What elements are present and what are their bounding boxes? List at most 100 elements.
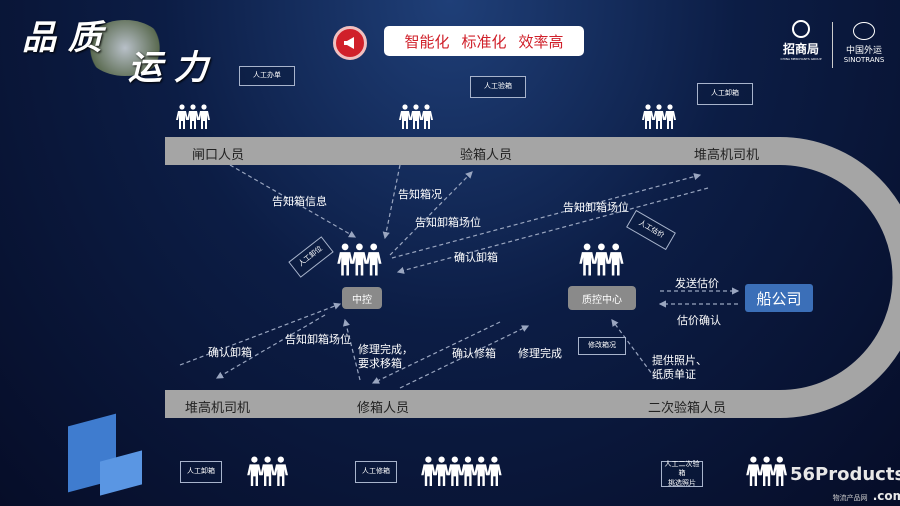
title-line2: 运 力: [128, 48, 208, 88]
flow-label: 发送估价: [675, 277, 719, 290]
title-photo: [85, 20, 165, 76]
flow-label: 确认卸箱: [208, 346, 252, 359]
track-label-repair: 修箱人员: [357, 401, 410, 416]
flow-label: 纸质单证: [652, 368, 696, 381]
people-forklift-top: [641, 104, 676, 130]
person-icon: [260, 456, 275, 486]
flow-label: 修理完成: [518, 347, 562, 360]
qc-center-node[interactable]: 质控中心: [568, 286, 636, 310]
person-icon: [247, 456, 262, 486]
sinotrans-en: SINOTRANS: [843, 56, 885, 64]
person-icon: [365, 243, 382, 276]
title-line1: 品 质: [22, 18, 102, 58]
person-icon: [351, 243, 368, 276]
person-icon: [759, 456, 774, 486]
callout-second-line2: 挑选照片: [668, 478, 696, 487]
watermark-domain: .com: [872, 489, 900, 503]
flow-label: 要求移箱: [358, 357, 402, 370]
person-icon: [746, 456, 761, 486]
track-label-inspect: 验箱人员: [460, 148, 513, 163]
callout-forklift-bottom: 人工卸箱: [180, 461, 222, 483]
watermark-brand: 56Products: [790, 464, 900, 485]
flow-label: 告知箱信息: [272, 195, 327, 208]
arrow-bottom-to-central: [179, 302, 342, 366]
flow-label: 确认卸箱: [454, 251, 498, 264]
arrow-qc-to-repair: [371, 321, 501, 384]
person-icon: [337, 243, 353, 276]
person-icon: [593, 243, 610, 276]
flow-label: 确认修箱: [452, 347, 496, 360]
watermark-cn: 物流产品网: [832, 494, 868, 502]
track-label-forklift-top: 堆高机司机: [694, 148, 760, 163]
people-qc: [578, 243, 624, 277]
arrow-gate-to-central: [229, 164, 357, 238]
flow-label: 估价确认: [677, 314, 721, 327]
people-forklift-bottom: [246, 456, 288, 487]
person-icon: [653, 104, 665, 129]
person-icon: [198, 104, 210, 129]
callout-qc-bottom: 修改箱况: [578, 337, 626, 355]
logo-divider: [832, 22, 833, 68]
callout-second-inspect: 人工二次验箱 挑选照片: [661, 460, 703, 487]
person-icon: [410, 104, 422, 129]
cmg-logo: 招商局 CHINA MERCHANTS GROUP: [775, 20, 827, 61]
slogan-3: 效率高: [518, 32, 564, 51]
flow-label: 告知卸箱场位: [285, 333, 351, 346]
people-gate: [175, 104, 210, 130]
track-label-forklift-bottom: 堆高机司机: [185, 401, 251, 416]
person-icon: [421, 456, 436, 486]
person-icon: [187, 104, 199, 129]
people-second-inspect: [745, 456, 787, 487]
person-icon: [273, 456, 288, 486]
people-inspect: [398, 104, 433, 130]
sinotrans-cn: 中国外运: [845, 46, 882, 56]
arrow-central-to-inspect: [389, 171, 473, 256]
cmg-emblem-icon: [792, 20, 810, 38]
person-icon: [642, 104, 654, 129]
arrow-repair-to-central: [342, 318, 361, 381]
arrow-inspect-to-central: [382, 164, 401, 240]
flow-label: 告知卸箱场位: [415, 216, 481, 229]
process-track: [165, 137, 900, 418]
track-label-gate: 闸口人员: [192, 148, 245, 163]
person-icon: [176, 104, 188, 129]
person-icon: [772, 456, 787, 486]
person-icon: [399, 104, 411, 129]
flow-label: 修理完成，: [358, 343, 413, 356]
arrow-repair-to-qc: [399, 325, 530, 389]
arrow-second-to-qc: [611, 319, 656, 379]
track-label-second-inspect: 二次验箱人员: [648, 401, 727, 416]
person-icon: [487, 456, 502, 486]
callout-inspect: 人工验箱: [470, 76, 526, 98]
cmg-sub: CHINA MERCHANTS GROUP: [780, 57, 822, 61]
callout-repair: 人工修箱: [355, 461, 397, 483]
globe-icon: [853, 22, 875, 40]
person-icon: [607, 243, 624, 276]
person-icon: [579, 243, 595, 276]
sinotrans-logo: 中国外运 SINOTRANS: [838, 22, 890, 64]
slogan-2: 标准化: [461, 32, 507, 51]
cmg-name: 招商局: [782, 42, 819, 56]
arrow-forklift-to-central: [396, 187, 709, 274]
slogan-1: 智能化: [404, 32, 450, 51]
person-icon: [447, 456, 462, 486]
flow-label: 告知卸箱场位: [563, 201, 629, 214]
central-control-node[interactable]: 中控: [342, 287, 382, 309]
person-icon: [421, 104, 433, 129]
flow-label: 告知箱况: [398, 188, 442, 201]
callout-gate: 人工办单: [239, 66, 295, 86]
person-icon: [434, 456, 449, 486]
megaphone-icon: [333, 26, 367, 60]
people-repair: [420, 456, 502, 487]
person-icon: [474, 456, 489, 486]
callout-second-line1: 人工二次验箱: [664, 460, 700, 478]
people-central: [336, 243, 382, 277]
person-icon: [460, 456, 476, 486]
shipping-company-node[interactable]: 船公司: [745, 284, 813, 312]
callout-forklift-top: 人工卸箱: [697, 83, 753, 105]
container-stack-icon: [68, 412, 148, 496]
flow-label: 提供照片、: [652, 354, 707, 367]
watermark: 56Products 物流产品网 .com: [790, 464, 900, 504]
person-icon: [664, 104, 676, 129]
